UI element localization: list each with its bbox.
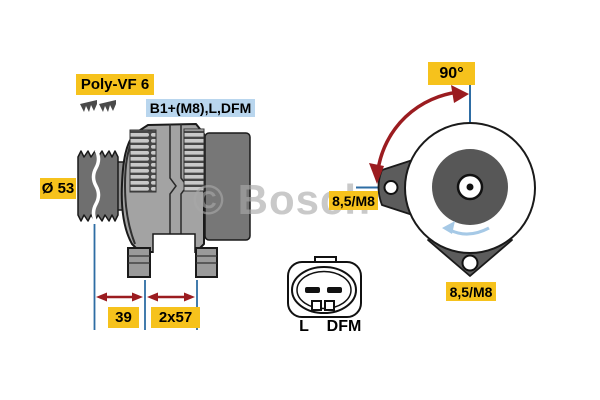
mount-hole-left-label: 8,5/M8	[329, 191, 378, 210]
angle-arc-arrow	[369, 85, 469, 184]
vent-ribs-rear	[183, 128, 205, 192]
mount-hole-bottom	[461, 254, 479, 272]
belt-type-label: Poly-VF 6	[76, 74, 154, 95]
shaft-center	[466, 183, 474, 191]
pulley-diameter-label: Ø 53	[40, 178, 76, 199]
mount-hole-left	[383, 180, 399, 195]
mount-hole-bottom-label: 8,5/M8	[446, 282, 496, 301]
connector-pin-dfm-label: DFM	[326, 318, 362, 335]
dim-2x57-label: 2x57	[151, 307, 200, 328]
connector-key-left	[311, 300, 322, 311]
vent-ribs-front	[129, 129, 157, 193]
dimension-arrows	[96, 292, 195, 302]
connector-diagram	[287, 256, 362, 318]
connector-pin-l-label: L	[299, 318, 309, 335]
connector-pin-dfm	[327, 287, 342, 293]
pulley-break-line	[91, 149, 101, 223]
alternator-side-view	[77, 100, 251, 330]
dim-39-label: 39	[108, 307, 139, 328]
connector-key-right	[324, 300, 335, 311]
terminal-label: B1+(M8),L,DFM	[146, 99, 255, 117]
belt-profile-icon	[80, 100, 116, 112]
bottom-notch	[152, 233, 196, 253]
connector-pin-l	[305, 287, 320, 293]
connector-oval-outer	[291, 266, 357, 314]
pulley	[77, 150, 119, 222]
rotation-arrow-icon	[442, 221, 490, 236]
mounting-feet	[127, 247, 218, 278]
mount-angle-label: 90°	[428, 62, 475, 85]
alternator-rear-view	[356, 85, 536, 277]
